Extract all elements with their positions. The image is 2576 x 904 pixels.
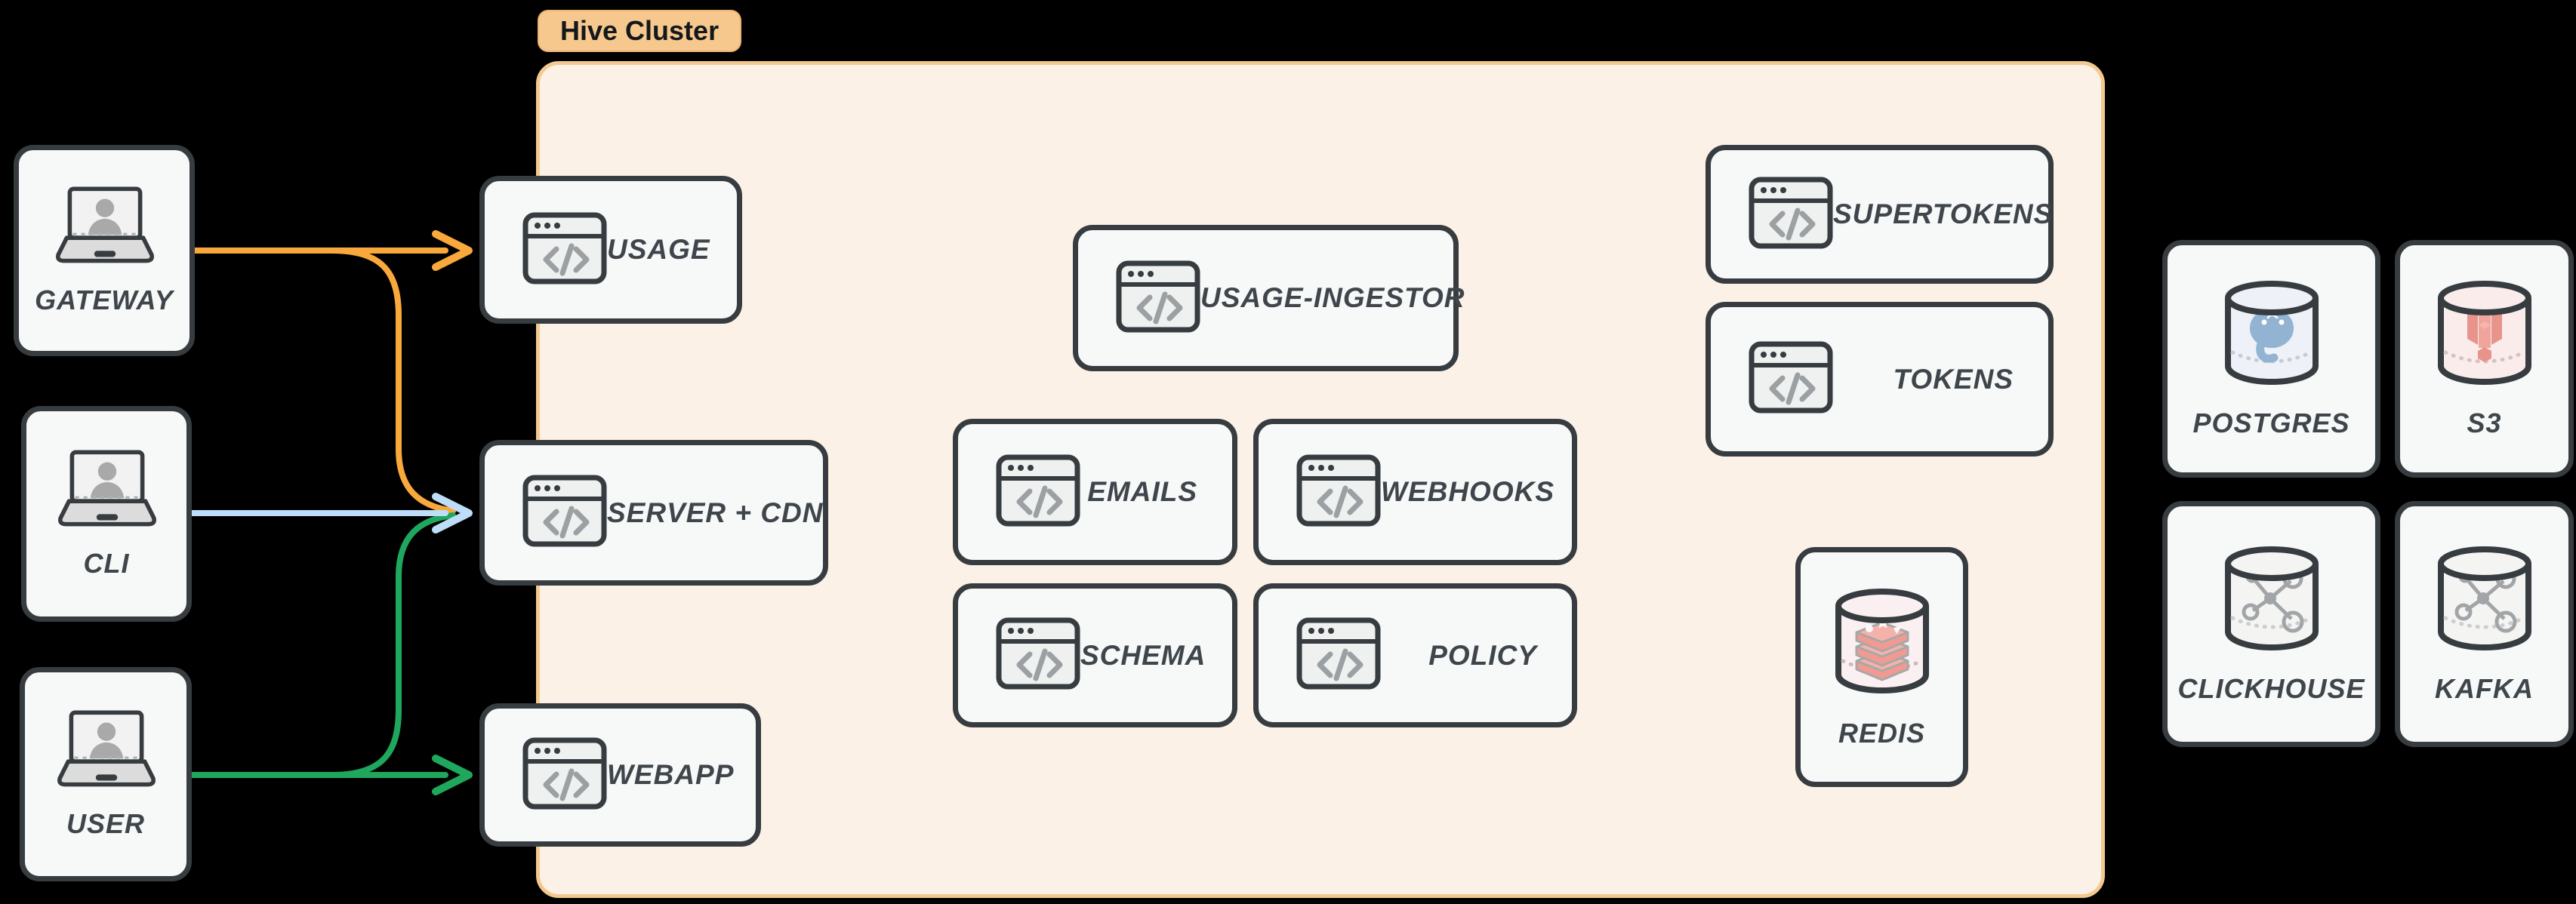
node-label: USAGE-INGESTOR bbox=[1200, 282, 1465, 313]
edge-user-webapp[interactable] bbox=[190, 755, 473, 795]
node-label: WEBAPP bbox=[607, 759, 735, 790]
node-cli[interactable]: CLI bbox=[21, 406, 192, 622]
code-window-icon bbox=[522, 737, 607, 813]
code-window-icon bbox=[1116, 260, 1200, 337]
node-redis[interactable]: REDIS bbox=[1795, 547, 1968, 787]
node-label: CLICKHOUSE bbox=[2177, 672, 2365, 704]
node-postgres[interactable]: POSTGRES bbox=[2162, 240, 2380, 478]
code-window-icon bbox=[1749, 177, 1833, 253]
node-gateway[interactable]: GATEWAY bbox=[14, 145, 195, 356]
s3-database-icon bbox=[2436, 278, 2534, 394]
node-label: CLI bbox=[83, 547, 130, 579]
node-usage-ingestor[interactable]: USAGE-INGESTOR bbox=[1073, 225, 1464, 371]
edge-user-server-cdn[interactable] bbox=[329, 512, 456, 778]
node-label: USER bbox=[66, 807, 146, 839]
node-label: REDIS bbox=[1838, 717, 1926, 749]
node-label: TOKENS bbox=[1893, 363, 2014, 395]
node-label: SERVER + CDN bbox=[607, 497, 824, 528]
node-label: SCHEMA bbox=[1080, 639, 1206, 671]
edge-gateway-server-cdn[interactable] bbox=[329, 248, 456, 514]
node-policy[interactable]: POLICY bbox=[1253, 583, 1577, 727]
redis-database-icon bbox=[1832, 586, 1933, 704]
node-schema[interactable]: SCHEMA bbox=[953, 583, 1237, 727]
code-window-icon bbox=[996, 454, 1080, 530]
postgres-database-icon bbox=[2223, 278, 2321, 394]
edge-gateway-usage[interactable] bbox=[192, 230, 473, 271]
hive-cluster-badge[interactable]: Hive Cluster bbox=[538, 10, 742, 52]
node-supertokens[interactable]: SUPERTOKENS bbox=[1706, 145, 2054, 284]
node-label: POSTGRES bbox=[2192, 407, 2350, 438]
node-webhooks[interactable]: WEBHOOKS bbox=[1253, 419, 1577, 565]
laptop-user-icon bbox=[47, 186, 162, 271]
code-window-icon bbox=[1296, 617, 1381, 693]
node-server-cdn[interactable]: SERVER + CDN bbox=[479, 440, 828, 586]
node-tokens[interactable]: TOKENS bbox=[1706, 302, 2054, 457]
code-window-icon bbox=[522, 212, 607, 288]
node-label: GATEWAY bbox=[35, 284, 174, 315]
node-s3[interactable]: S3 bbox=[2395, 240, 2574, 478]
clickhouse-database-icon bbox=[2223, 544, 2321, 660]
node-label: EMAILS bbox=[1087, 476, 1197, 507]
node-label: WEBHOOKS bbox=[1381, 476, 1555, 507]
kafka-database-icon bbox=[2436, 544, 2534, 660]
node-webapp[interactable]: WEBAPP bbox=[479, 703, 761, 847]
code-window-icon bbox=[1296, 454, 1381, 530]
node-kafka[interactable]: KAFKA bbox=[2395, 501, 2574, 747]
node-usage[interactable]: USAGE bbox=[479, 176, 742, 324]
code-window-icon bbox=[522, 475, 607, 551]
node-clickhouse[interactable]: CLICKHOUSE bbox=[2162, 501, 2380, 747]
edge-cli-server-cdn[interactable] bbox=[190, 493, 473, 533]
laptop-user-icon bbox=[49, 449, 164, 534]
node-label: POLICY bbox=[1428, 639, 1537, 671]
node-emails[interactable]: EMAILS bbox=[953, 419, 1237, 565]
node-label: USAGE bbox=[607, 234, 710, 265]
hive-cluster-label: Hive Cluster bbox=[560, 15, 719, 46]
code-window-icon bbox=[1749, 341, 1833, 417]
code-window-icon bbox=[996, 617, 1080, 693]
node-user[interactable]: USER bbox=[20, 667, 192, 881]
node-label: KAFKA bbox=[2435, 672, 2534, 704]
laptop-user-icon bbox=[48, 709, 163, 795]
node-label: SUPERTOKENS bbox=[1833, 198, 2054, 229]
node-label: S3 bbox=[2467, 407, 2502, 438]
